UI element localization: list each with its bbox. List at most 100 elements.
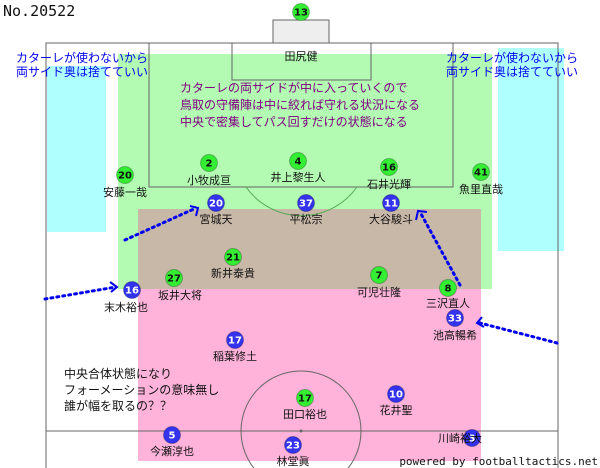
note-center-line: 鳥取の守備陣は中に絞れば守れる状況になる (180, 97, 420, 112)
note-bottom-left-line: フォーメーションの意味無し (64, 382, 219, 397)
player-number: 27 (167, 274, 181, 285)
opponent-player-marker[interactable] (297, 194, 315, 212)
player-name: 大谷駿斗 (369, 212, 413, 226)
player-name: 稲葉修土 (213, 349, 257, 363)
player-name: 花井聖 (380, 403, 413, 417)
player-number: 16 (125, 286, 139, 297)
player-number: 37 (299, 199, 313, 210)
opponent-player-marker[interactable] (123, 281, 141, 299)
player-number: 16 (382, 163, 396, 174)
opponent-player-marker[interactable] (382, 194, 400, 212)
player-number: 8 (445, 284, 452, 295)
opponent-player[interactable]: 33 池高暢希 (433, 309, 477, 343)
note-center-line: カターレの両サイドが中に入っていくので (180, 80, 407, 95)
player-name: 井上黎生人 (271, 170, 326, 184)
arrow-head-icon (109, 281, 119, 293)
player-number: 21 (226, 253, 240, 264)
team-player[interactable]: 17 田口裕也 (283, 389, 327, 422)
note-right-side-line: 両サイド奥は捨てていい (446, 64, 578, 79)
opponent-player[interactable]: 20 宮城天 (200, 194, 233, 227)
opponent-player[interactable]: 37 平松宗 (290, 194, 323, 227)
player-name: 坂井大将 (158, 288, 202, 302)
team-player-marker[interactable] (289, 152, 307, 170)
player-name: 宮城天 (200, 212, 233, 226)
arrow-head-icon (475, 316, 485, 328)
team-player-marker[interactable] (224, 248, 242, 266)
run-arrow (418, 210, 462, 287)
team-player[interactable]: 2 小牧成亘 (187, 154, 231, 188)
credit-text: powered by footballtactics.net (399, 455, 598, 468)
note-left-side-line: カターレが使わないから (16, 50, 148, 65)
team-player-marker[interactable] (370, 266, 388, 284)
center-circle (240, 370, 362, 468)
team-player[interactable]: 27 坂井大将 (158, 269, 202, 303)
player-number: 4 (295, 157, 302, 168)
note-left-side-line: 両サイド奥は捨てていい (16, 64, 148, 79)
zone-cyan-right (498, 48, 564, 251)
player-name: 三沢直人 (426, 296, 470, 310)
team-player-marker[interactable] (200, 154, 218, 172)
player-number: 17 (228, 336, 242, 347)
center-spot (299, 429, 303, 433)
team-player-marker[interactable] (292, 3, 310, 21)
opponent-player-marker[interactable] (284, 436, 302, 454)
arrow-head-icon (415, 209, 428, 221)
player-name: 池高暢希 (433, 328, 477, 342)
note-center-line: 中央で密集してパス回すだけの状態になる (180, 114, 408, 129)
opponent-player[interactable]: 11 大谷駿斗 (369, 194, 413, 227)
zone-cyan-left (47, 66, 106, 232)
board-title: No.20522 (3, 2, 76, 20)
team-player-marker[interactable] (296, 389, 314, 407)
note-bottom-left-line: 中央合体状態になり (64, 366, 172, 381)
player-number: 10 (389, 390, 403, 401)
player-number: 17 (298, 394, 312, 405)
opponent-player-marker[interactable] (446, 309, 464, 327)
player-number: 2 (206, 159, 213, 170)
player-number: 11 (384, 199, 398, 210)
opponent-player[interactable]: 10 花井聖 (380, 385, 413, 418)
player-name: 田口裕也 (283, 408, 327, 421)
run-arrow (478, 321, 559, 345)
opponent-player-marker[interactable] (163, 426, 181, 444)
opponent-player-marker[interactable] (226, 331, 244, 349)
zone-brown (138, 209, 481, 289)
player-name: 平松宗 (290, 212, 323, 226)
player-number: 20 (209, 199, 223, 210)
team-player-marker[interactable] (472, 163, 490, 181)
team-player-marker[interactable] (439, 279, 457, 297)
team-player[interactable]: 13 田尻健 (285, 3, 318, 64)
run-arrow (123, 206, 198, 242)
note-bottom-left-line: 誰が幅を取るの？？ (64, 398, 172, 413)
zone-pink (138, 289, 481, 461)
player-number: 13 (294, 8, 308, 19)
player-number: 41 (474, 168, 488, 179)
team-player[interactable]: 4 井上黎生人 (271, 152, 326, 185)
player-number: 23 (286, 441, 300, 452)
opponent-player-marker[interactable] (207, 194, 225, 212)
opponent-player[interactable]: 17 稲葉修土 (213, 331, 257, 364)
player-name: 田尻健 (285, 50, 318, 63)
player-number: 20 (118, 171, 132, 182)
opponent-player-marker[interactable] (387, 385, 405, 403)
player-number: 33 (448, 314, 462, 325)
player-number: 3 (469, 434, 476, 445)
note-right-side-line: カターレが使わないから (446, 50, 578, 65)
player-name: 小牧成亘 (187, 173, 231, 187)
player-name: 可児壮隆 (357, 285, 401, 299)
team-player-marker[interactable] (116, 166, 134, 184)
team-player-marker[interactable] (380, 158, 398, 176)
team-player-marker[interactable] (165, 269, 183, 287)
goal-area (231, 42, 372, 81)
opponent-player-marker[interactable] (463, 429, 481, 447)
